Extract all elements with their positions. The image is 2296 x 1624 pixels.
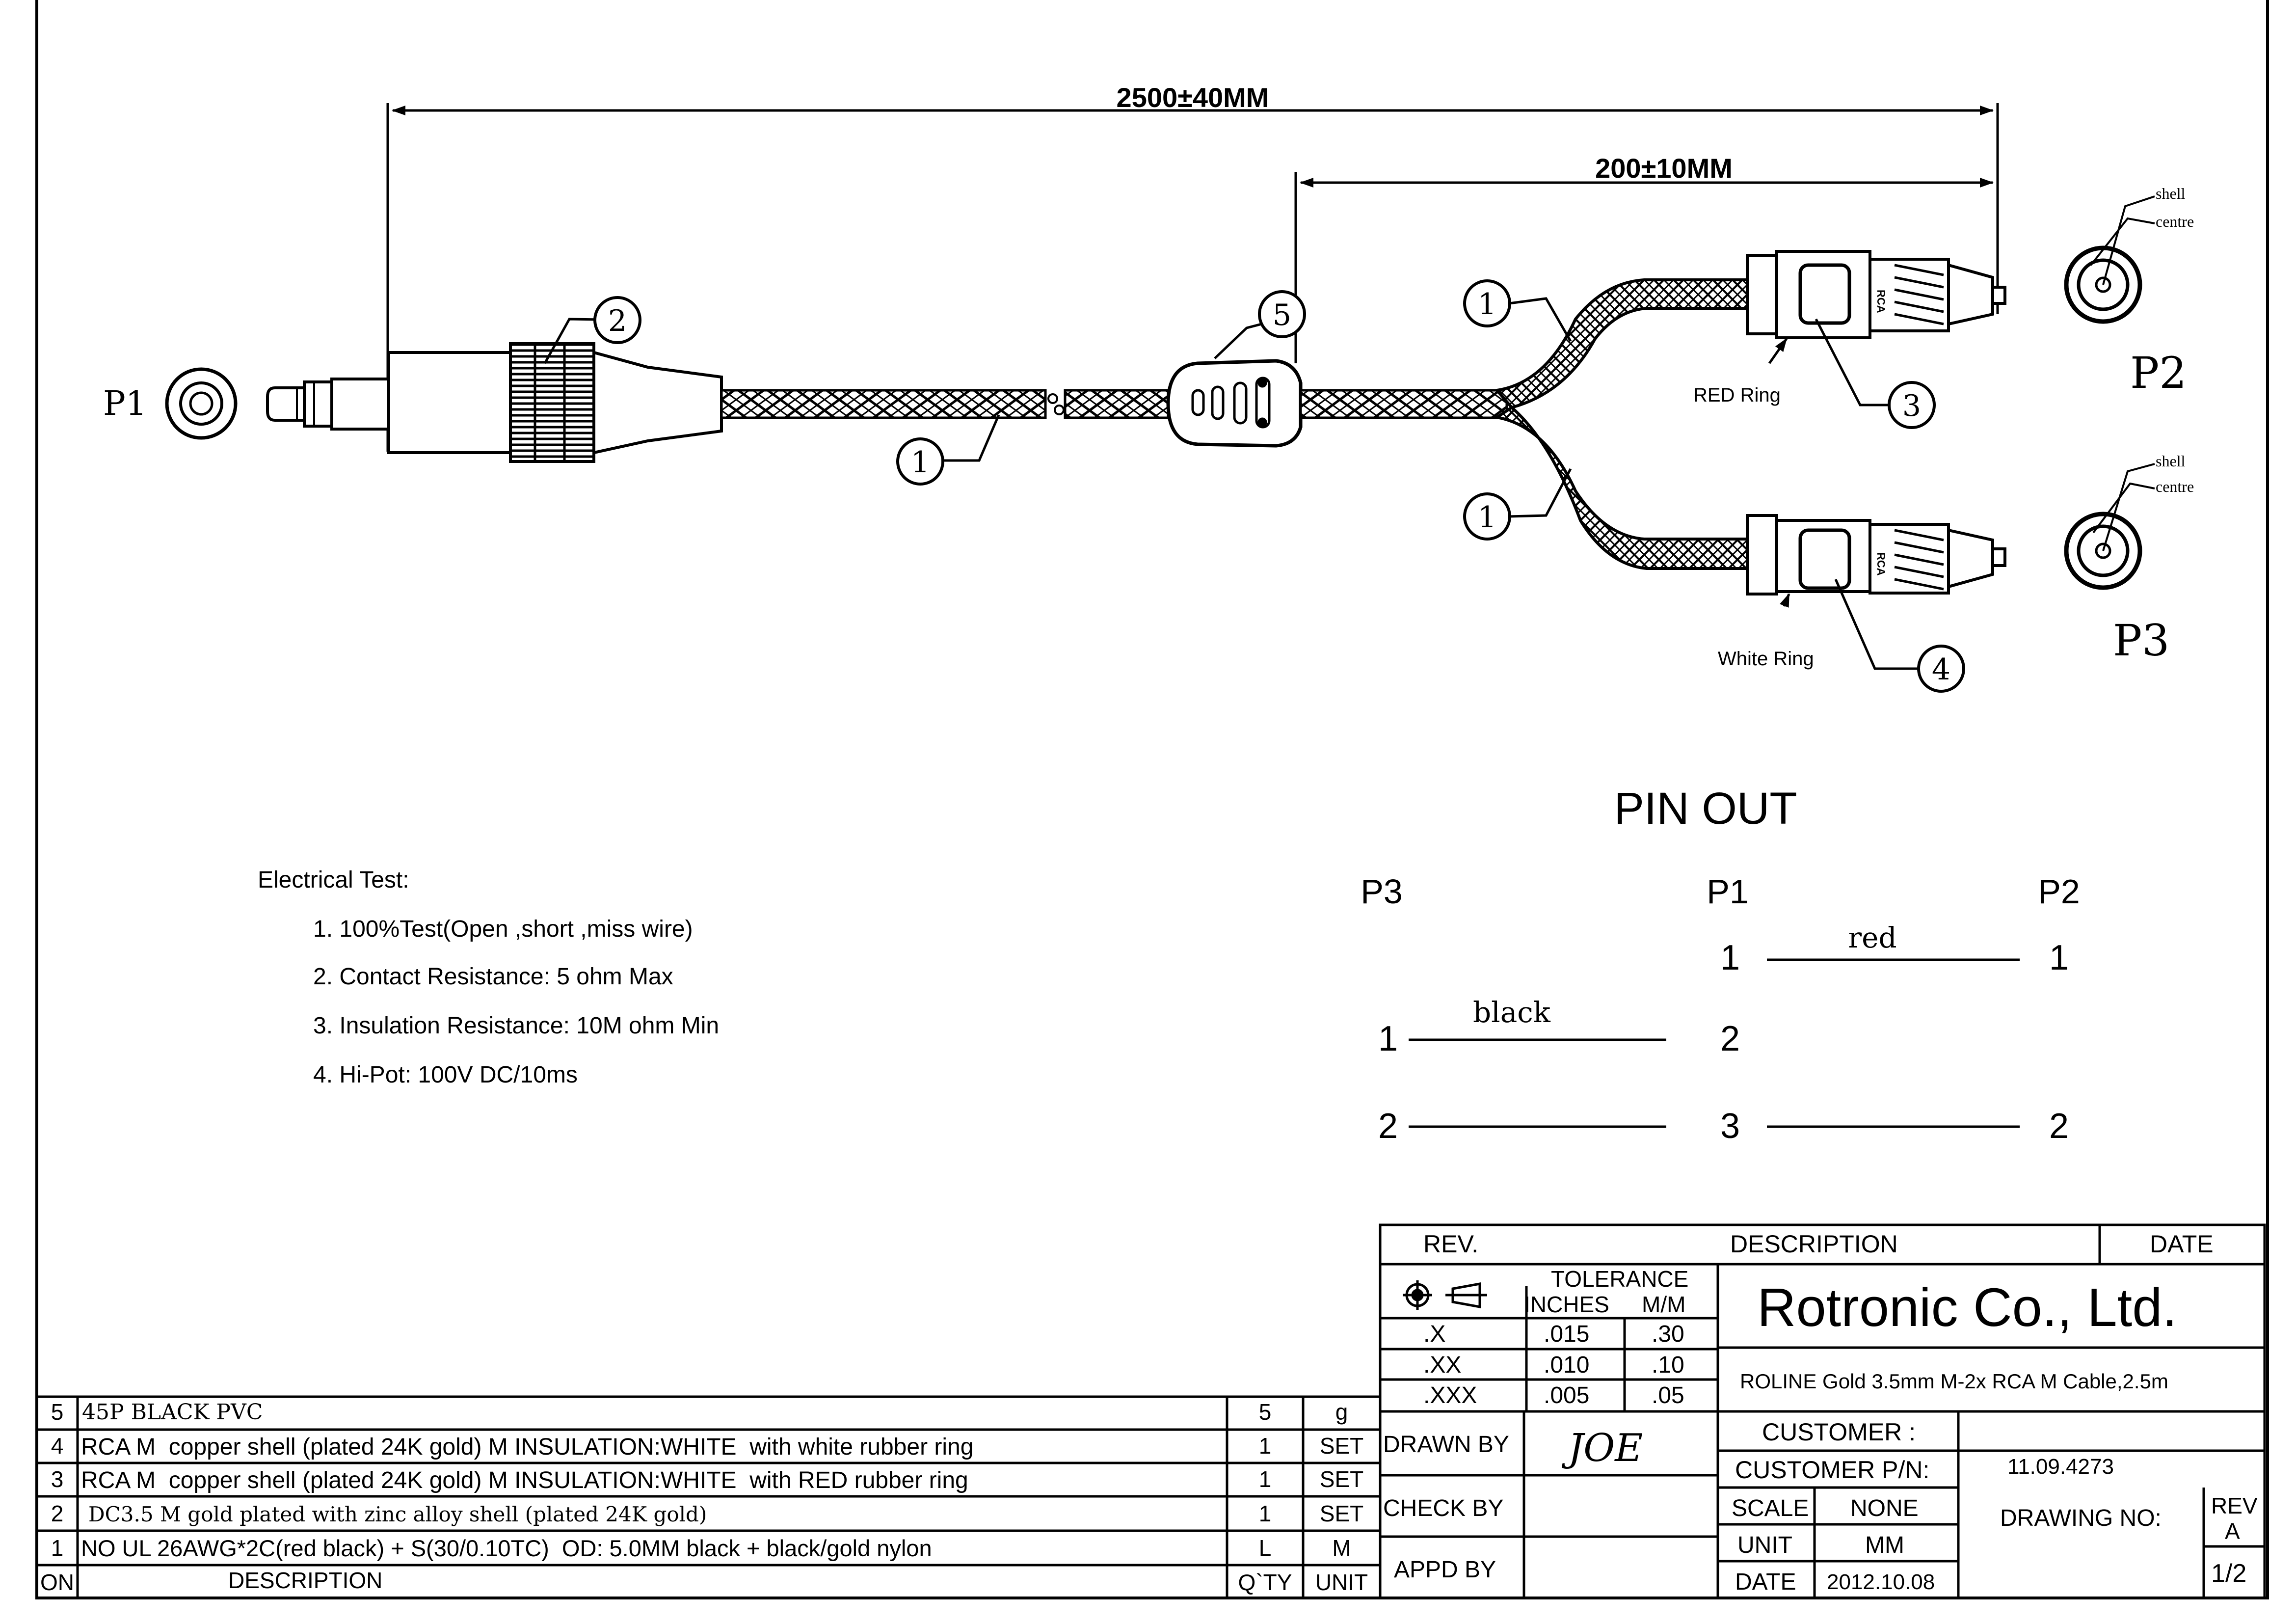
p2-rca-face bbox=[2064, 195, 2155, 324]
rca-plug-white-knurl bbox=[1894, 529, 1944, 591]
p3-shell-label: shell bbox=[2156, 452, 2186, 470]
bom-row-3: 3 RCA M copper shell (plated 24K gold) M… bbox=[37, 1463, 1380, 1496]
rca-plug-red bbox=[1746, 250, 2006, 339]
drawing-frame bbox=[35, 0, 2269, 1599]
pinout-p1-pin-3: 3 bbox=[1720, 1107, 1740, 1146]
y-splitter bbox=[1166, 359, 1303, 448]
bom-description: NO UL 26AWG*2C(red black) + S(30/0.10TC)… bbox=[81, 1535, 932, 1561]
bom-table: 5 45P BLACK PVC 5 g 4 RCA M copper shell… bbox=[37, 1397, 1380, 1598]
p2-label: P2 bbox=[2130, 348, 2187, 398]
pinout-p2-pin-1: 1 bbox=[2049, 938, 2069, 977]
bom-grid bbox=[37, 1395, 1380, 1598]
bom-row-4: 4 RCA M copper shell (plated 24K gold) M… bbox=[37, 1430, 1380, 1463]
callout-cable-upper: 1 bbox=[1478, 287, 1496, 322]
bom-unit: g bbox=[1335, 1399, 1348, 1425]
pinout-p3-pin-1: 1 bbox=[1378, 1019, 1398, 1058]
callout-red-rca: 3 bbox=[1902, 389, 1921, 423]
pinout-p1-pin-2: 2 bbox=[1720, 1019, 1740, 1058]
bom-no: 3 bbox=[51, 1466, 64, 1492]
title-block-grid bbox=[1379, 1223, 2266, 1599]
rca-mark-red: RCA bbox=[1875, 290, 1887, 313]
pinout-wire-black: black bbox=[1473, 996, 1551, 1029]
bom-qty: 1 bbox=[1258, 1466, 1272, 1492]
electrical-test-item-3: 3. Insulation Resistance: 10M ohm Min bbox=[313, 1013, 719, 1039]
callout-cable-lower: 1 bbox=[1478, 500, 1496, 535]
bom-qty: 1 bbox=[1258, 1433, 1272, 1459]
bom-unit: SET bbox=[1319, 1433, 1364, 1459]
p3-label: P3 bbox=[2113, 615, 2169, 666]
bom-unit: SET bbox=[1319, 1501, 1364, 1526]
rca-mark-white: RCA bbox=[1875, 552, 1887, 576]
dimension-overall-label: 2500±40MM bbox=[1117, 82, 1269, 113]
callout-white-rca: 4 bbox=[1932, 652, 1950, 687]
bom-header-description: DESCRIPTION bbox=[228, 1568, 383, 1593]
bom-row-1: 1 NO UL 26AWG*2C(red black) + S(30/0.10T… bbox=[37, 1531, 1380, 1565]
plug-grip-sleeve bbox=[509, 342, 595, 463]
callout-leaders bbox=[543, 297, 1919, 670]
projection-symbol bbox=[1403, 1280, 1487, 1310]
bom-no: 5 bbox=[51, 1399, 64, 1425]
red-ring-label: RED Ring bbox=[1693, 384, 1781, 406]
bom-header-unit: UNIT bbox=[1315, 1570, 1368, 1595]
bom-description: RCA M copper shell (plated 24K gold) M I… bbox=[81, 1434, 974, 1460]
pinout-p3-pin-2: 2 bbox=[1378, 1107, 1398, 1146]
electrical-test-title: Electrical Test: bbox=[258, 867, 409, 893]
ring-pointers bbox=[1768, 338, 1790, 608]
bom-qty: 5 bbox=[1258, 1399, 1272, 1425]
p2-shell-label: shell bbox=[2156, 185, 2186, 202]
electrical-test-item-1: 1. 100%Test(Open ,short ,miss wire) bbox=[313, 916, 693, 942]
audio-plug-p1 bbox=[266, 351, 723, 455]
pinout-p1-pin-1: 1 bbox=[1720, 938, 1740, 977]
callout-cable: 1 bbox=[911, 445, 930, 480]
white-ring-label: White Ring bbox=[1718, 648, 1814, 670]
p2-centre-label: centre bbox=[2156, 213, 2194, 230]
bom-no: 1 bbox=[51, 1535, 64, 1561]
bom-header-qty: Q`TY bbox=[1238, 1570, 1292, 1595]
electrical-test-item-4: 4. Hi-Pot: 100V DC/10ms bbox=[313, 1062, 578, 1088]
callout-sleeve: 2 bbox=[608, 304, 627, 338]
branch-cables bbox=[1299, 278, 1749, 570]
pinout-wires bbox=[1409, 958, 2020, 1128]
bom-row-2: 2 DC3.5 M gold plated with zinc alloy sh… bbox=[37, 1496, 1380, 1531]
bom-qty: L bbox=[1258, 1535, 1272, 1561]
p1-jack-face bbox=[165, 367, 238, 440]
main-cable bbox=[720, 389, 1170, 419]
bom-no: 2 bbox=[51, 1501, 64, 1526]
dimension-split-label: 200±10MM bbox=[1595, 153, 1733, 184]
bom-header: ON DESCRIPTION Q`TY UNIT bbox=[37, 1565, 1380, 1598]
rca-plug-red-knurl bbox=[1894, 264, 1944, 325]
bom-no: 4 bbox=[51, 1433, 64, 1459]
bom-header-no: ON bbox=[40, 1570, 74, 1595]
bom-row-5: 5 45P BLACK PVC 5 g bbox=[37, 1397, 1380, 1430]
bom-description: RCA M copper shell (plated 24K gold) M I… bbox=[81, 1467, 968, 1493]
pinout-header-p1: P1 bbox=[1707, 872, 1749, 911]
pinout-header-p2: P2 bbox=[2038, 872, 2080, 911]
callout-splitter: 5 bbox=[1273, 298, 1291, 332]
pinout-wire-red: red bbox=[1848, 921, 1896, 954]
bom-description: 45P BLACK PVC bbox=[82, 1400, 263, 1425]
electrical-test-item-2: 2. Contact Resistance: 5 ohm Max bbox=[313, 964, 673, 990]
bom-unit: M bbox=[1332, 1535, 1351, 1561]
pinout-p2-pin-2: 2 bbox=[2049, 1107, 2069, 1146]
p3-rca-face bbox=[2064, 463, 2155, 590]
p3-centre-label: centre bbox=[2156, 478, 2194, 495]
bom-qty: 1 bbox=[1258, 1501, 1272, 1526]
p1-label: P1 bbox=[103, 384, 147, 423]
bom-description: DC3.5 M gold plated with zinc alloy shel… bbox=[88, 1502, 707, 1526]
bom-unit: SET bbox=[1319, 1466, 1364, 1492]
pinout-title: PIN OUT bbox=[1614, 784, 1797, 834]
pinout-header-p3: P3 bbox=[1361, 872, 1403, 911]
callout-circles bbox=[593, 279, 1965, 693]
